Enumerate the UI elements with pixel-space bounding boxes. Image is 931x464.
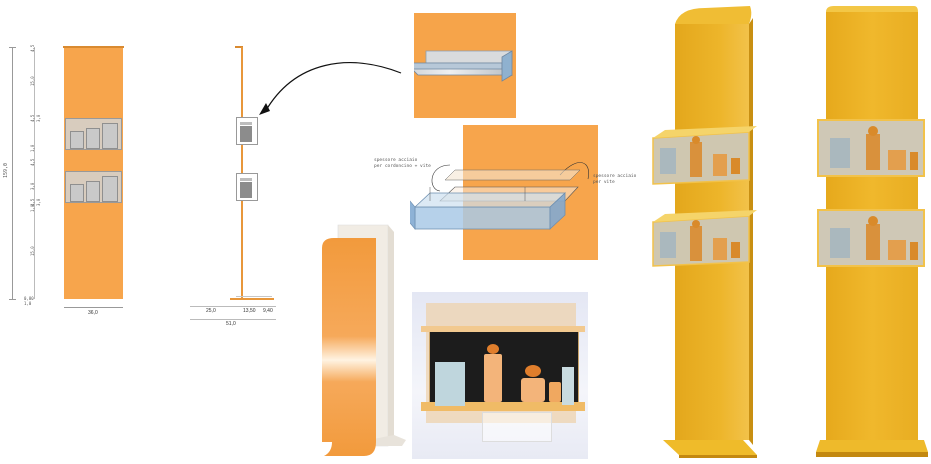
callout-arrow (259, 62, 402, 115)
width-dimension-line (64, 307, 123, 308)
side-base (230, 298, 274, 300)
note-left-line1: spessore acciaio (374, 158, 418, 163)
side-dim-mid: 13,50 (243, 308, 256, 314)
product-photo (412, 292, 588, 459)
shelf-detail-render (414, 13, 516, 118)
side-dim-left: 25,0 (206, 308, 216, 314)
width-label: 36,0 (88, 310, 98, 316)
side-dimension-line (190, 306, 276, 307)
side-shelf-2-product (240, 182, 252, 198)
vdim-label-9: 3,0 (36, 198, 41, 206)
shelf-2-product-b (86, 181, 100, 202)
base-label-2: 1,0 (24, 301, 32, 306)
side-dim-total: 51,0 (226, 321, 236, 327)
shelf-1-product-b (86, 128, 100, 149)
side-view-drawing: 25,0 13,50 9,40 51,0 (190, 40, 290, 340)
note-right-line2: per vite (593, 180, 615, 185)
side-total-dimension-line (190, 319, 276, 320)
photo-box-left (435, 362, 465, 406)
detail-shelf-front (414, 62, 503, 70)
photo-shelf-bottom (421, 402, 585, 411)
height-dimension-tick-bottom (9, 299, 16, 300)
side-shelf-2-product-top (240, 178, 252, 181)
photo-bottle-round-cap (525, 365, 541, 377)
vdim-label-5: 1,0 (30, 144, 35, 152)
side-dim-right: 9,40 (263, 308, 273, 314)
photo-base-stand (482, 412, 552, 442)
base-label-1: 0,80 (24, 296, 34, 301)
vdim-label-11: 15,0 (30, 246, 35, 256)
side-top-cap (235, 46, 243, 48)
detail-shelf-side (501, 50, 513, 82)
vdim-label-2: 15,0 (30, 76, 35, 86)
top-cap (63, 46, 124, 48)
gold-display-front (812, 0, 931, 459)
shelf-1-product-c (102, 123, 118, 149)
height-total-label: 159,0 (3, 162, 9, 178)
photo-shelf-top (421, 326, 585, 332)
note-left-line2: per cordoncino + vite (374, 164, 431, 169)
height-dimension-tick-top (9, 47, 16, 48)
photo-bottle-small (549, 382, 561, 402)
shelf-1-product-a (70, 131, 84, 149)
gold-display-angled (645, 0, 765, 459)
side-shelf-1-product-top (240, 122, 252, 125)
segment-dimension-line (34, 47, 35, 299)
photo-box-right (562, 367, 574, 405)
vdim-label-10: 1,0 (30, 204, 35, 212)
vdim-label-1: 4,5 (30, 44, 35, 52)
note-right-line1: spessore acciaio (593, 174, 637, 179)
detail-shelf-back (425, 50, 513, 64)
photo-bottle-round (521, 378, 545, 402)
vdim-label-6: 4,5 (30, 158, 35, 166)
curved-panel-render (310, 220, 410, 459)
vdim-label-7: 3,0 (30, 182, 35, 190)
vdim-label-3: 4,5 (30, 114, 35, 122)
front-view-drawing: 159,0 4,5 15,0 4,5 3,0 1,0 4,5 3,0 4,5 3… (0, 0, 140, 330)
front-curved-sheet (322, 238, 376, 456)
shelf-2-product-a (70, 184, 84, 202)
vdim-label-4: 3,0 (36, 114, 41, 122)
photo-bottle-tall-cap (487, 344, 499, 354)
side-base-foot (236, 296, 272, 297)
shelf-2-product-c (102, 176, 118, 202)
height-dimension-line (12, 47, 13, 299)
exploded-detail-diagram: spessore acciaio per cordoncino + vite s… (374, 125, 640, 265)
photo-bottle-tall (484, 354, 502, 402)
side-shelf-1-product (240, 126, 252, 142)
